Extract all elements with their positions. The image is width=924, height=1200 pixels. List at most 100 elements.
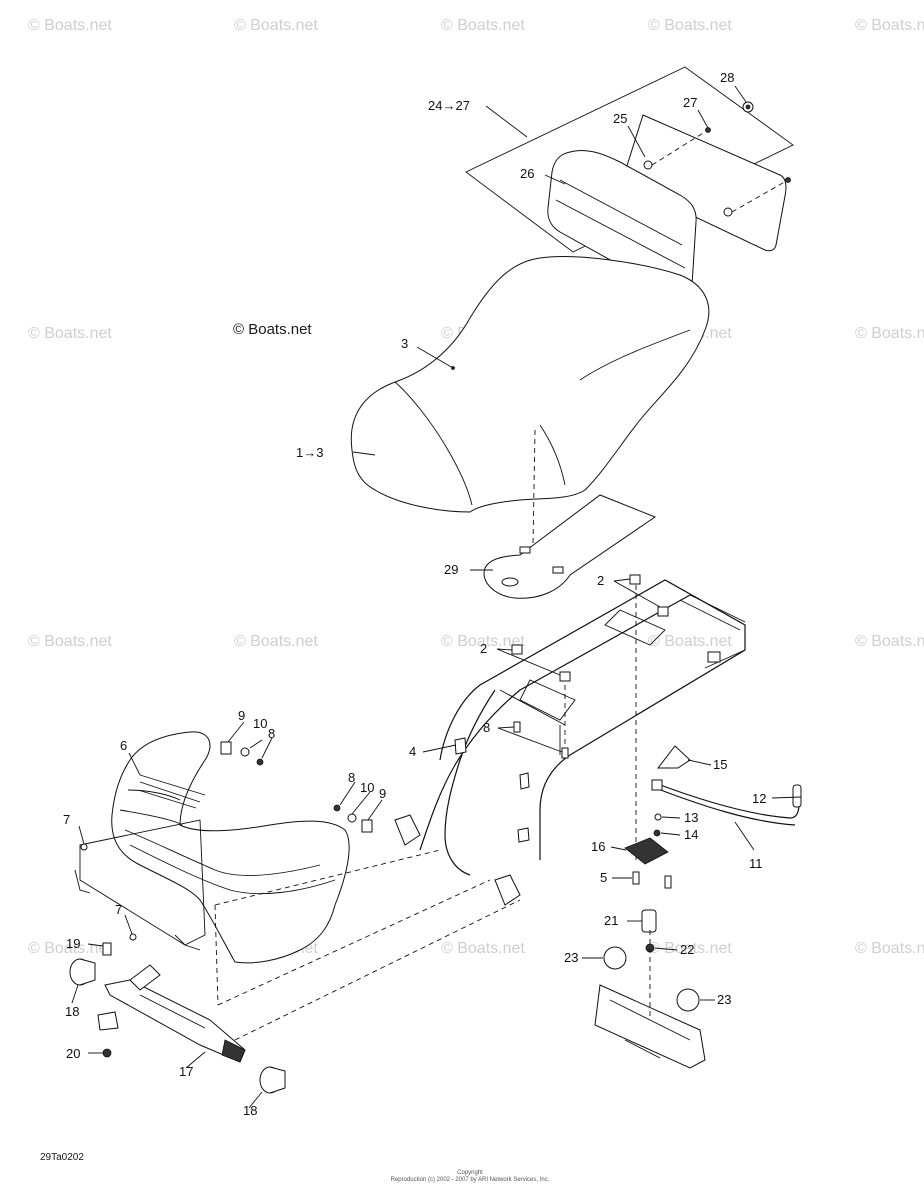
callout-labels: 1→3 3 24→27 28 27 25 26 29 2 2 8 4 6 9 1… [63,70,766,1118]
callout-7-lower: 7 [115,902,122,917]
bumper-icon [603,946,627,970]
callout-16: 16 [591,839,605,854]
callout-21: 21 [604,913,618,928]
watermark: © Boats.net [855,633,924,650]
rail-bracket [97,1011,119,1031]
watermark: © Boats.net [28,325,112,342]
rear-mount[interactable] [594,909,706,1069]
watermark: © Boats.net [648,633,732,650]
bumper-icon [676,988,700,1012]
callout-leaders [71,85,802,1109]
watermark: © Boats.net [855,325,924,342]
watermark: © Boats.net [648,940,732,957]
callout-25: 25 [613,111,627,126]
watermark: © Boats.net [855,17,924,34]
callout-3: 3 [401,336,408,351]
washer-icon [785,177,791,183]
washer-icon [347,813,357,823]
callout-14: 14 [684,827,698,842]
callout-1-3: 1→3 [296,445,323,460]
callout-17: 17 [179,1064,193,1079]
callout-26: 26 [520,166,534,181]
cowl-fasteners[interactable] [220,741,373,833]
copyright-notice: Copyright Reproduction (c) 2002 - 2007 b… [390,1170,550,1184]
screw-icon [333,804,341,812]
callout-23-left: 23 [564,950,578,965]
callout-10-right: 10 [360,780,374,795]
bolt-icon [561,747,569,759]
callout-18-left: 18 [65,1004,79,1019]
latch-pin [792,784,802,808]
bolt-icon [641,909,657,933]
callout-18-right: 18 [243,1103,257,1118]
callout-10-left: 10 [253,716,267,731]
screw-icon [632,871,640,885]
assembly-guides [214,849,521,1041]
latch-plate[interactable] [624,837,669,865]
callout-6: 6 [120,738,127,753]
nut-icon [657,606,669,617]
clip-nut [220,741,232,755]
nut-icon [629,574,641,585]
callout-22: 22 [680,942,694,957]
washer-icon [240,747,250,757]
bolt-icon [513,721,521,733]
latch-rod [654,782,800,819]
seat-base[interactable] [483,429,657,599]
latch-handle[interactable] [656,745,691,769]
bolt-icon [723,207,733,217]
watermark: © Boats.net [648,17,732,34]
lower-rail[interactable] [69,942,286,1094]
brand-mark: © Boats.net [233,321,312,338]
latch-assembly[interactable] [624,745,802,889]
watermark: © Boats.net [234,633,318,650]
watermark: © Boats.net [28,633,112,650]
callout-15: 15 [713,757,727,772]
callout-8-right: 8 [348,770,355,785]
seat-frame[interactable] [394,574,746,906]
seat-base-plate[interactable] [483,494,657,599]
copyright-line: Copyright [457,1170,483,1176]
bolt-icon [102,942,112,956]
callout-23-right: 23 [717,992,731,1007]
callout-12: 12 [752,791,766,806]
watermark: © Boats.net [441,940,525,957]
washer-icon [654,813,662,821]
nut-icon [102,1048,112,1058]
callout-28: 28 [720,70,734,85]
kit-outline-panel [465,66,794,253]
copyright-line: Reproduction (c) 2002 - 2007 by ARI Netw… [390,1177,550,1183]
drawing-code: 29Ta0202 [40,1152,84,1163]
nut-icon [511,644,523,655]
callout-19: 19 [66,936,80,951]
bolt-icon [643,160,653,170]
nut-icon [559,671,571,682]
watermark: © Boats.net [234,17,318,34]
screw-icon [664,875,672,889]
watermark: © Boats.net [28,17,112,34]
front-cowl-body[interactable] [111,731,350,964]
front-cowl[interactable] [74,731,350,964]
watermark: © Boats.net [441,17,525,34]
screw-icon [80,843,88,851]
screw-icon [256,758,264,766]
callout-7-left: 7 [63,812,70,827]
screw-icon [129,933,137,941]
callout-2-top: 2 [597,573,604,588]
callout-13: 13 [684,810,698,825]
seat-cushion[interactable] [350,256,710,513]
clip-nut [361,819,373,833]
callout-24-27: 24→27 [428,98,470,113]
frame-tube-left [419,594,691,851]
watermark: © Boats.net [855,940,924,957]
callout-9-left: 9 [238,708,245,723]
seat[interactable] [350,256,710,513]
backrest-kit[interactable] [465,66,794,299]
callout-29: 29 [444,562,458,577]
callout-8-left: 8 [268,726,275,741]
callout-8-frame: 8 [483,720,490,735]
callout-4: 4 [409,744,416,759]
callout-20: 20 [66,1046,80,1061]
nut-icon [653,829,661,837]
frame-bracket [394,814,421,846]
